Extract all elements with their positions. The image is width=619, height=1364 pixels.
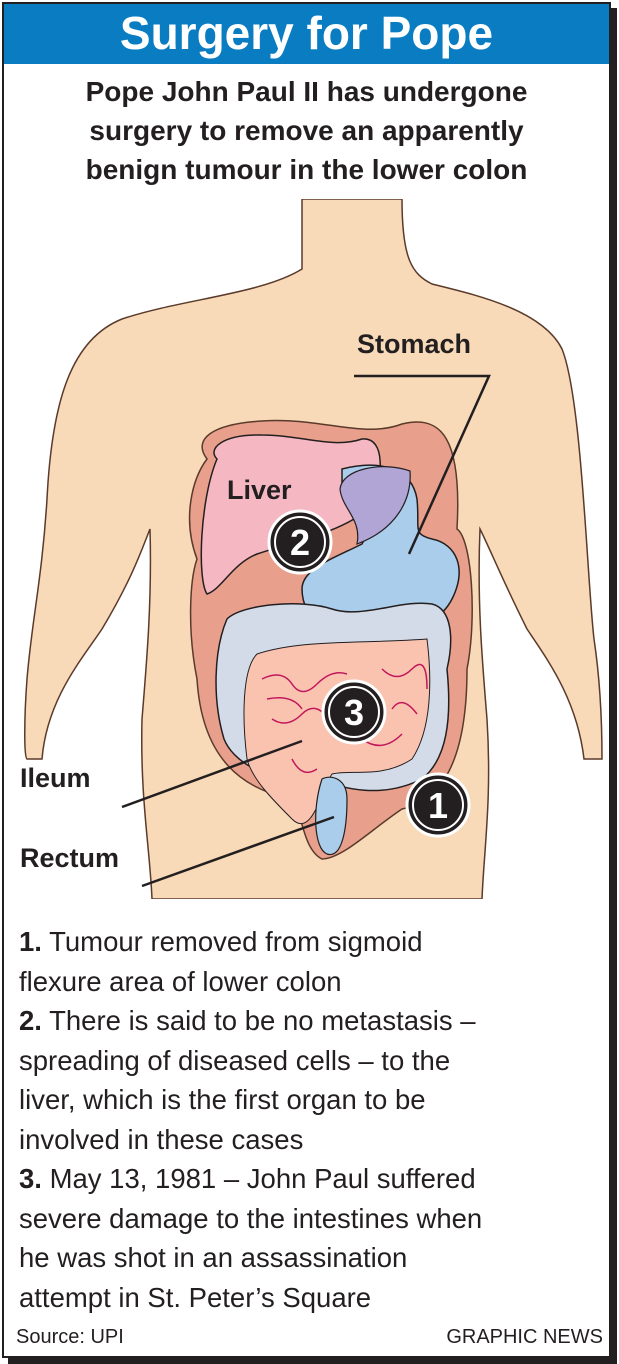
credit: GRAPHIC NEWS: [446, 1326, 603, 1348]
note-text: involved in these cases: [19, 1123, 304, 1155]
subtitle-line: Pope John Paul II has undergone: [85, 76, 528, 107]
note-3: 3. May 13, 1981 – John Paul suffered seve…: [19, 1159, 604, 1317]
marker-3: 3: [321, 679, 387, 745]
note-number: 1.: [19, 926, 42, 957]
infographic-frame: Surgery for Pope Pope John Paul II has u…: [2, 2, 611, 1358]
label-ileum: Ileum: [20, 763, 91, 793]
subtitle-line: benign tumour in the lower colon: [85, 154, 528, 185]
note-text: Tumour removed from sigmoid: [49, 926, 423, 957]
note-1: 1. Tumour removed from sigmoid flexure ar…: [19, 922, 604, 1001]
note-text: he was shot in an assassination: [19, 1242, 408, 1273]
note-text: flexure area of lower colon: [19, 965, 342, 997]
rectum-shape: [315, 776, 348, 856]
marker-3-text: 3: [344, 692, 364, 733]
note-text: attempt in St. Peter’s Square: [19, 1281, 372, 1313]
marker-1: 1: [405, 772, 471, 838]
source: Source: UPI: [16, 1326, 124, 1348]
spleen-shape: [339, 466, 411, 545]
marker-1-text: 1: [428, 785, 448, 826]
note-text: severe damage to the intestines when: [19, 1202, 483, 1234]
title: Surgery for Pope: [4, 4, 609, 64]
label-liver: Liver: [227, 475, 292, 505]
note-text: There is said to be no metastasis –: [49, 1005, 476, 1036]
footer: Source: UPI GRAPHIC NEWS: [16, 1326, 603, 1349]
notes-list: 1. Tumour removed from sigmoid flexure ar…: [19, 922, 604, 1317]
subtitle-line: surgery to remove an apparently: [89, 115, 524, 146]
note-text: liver, which is the first organ to be: [19, 1084, 426, 1115]
subtitle: Pope John Paul II has undergone surgery …: [4, 72, 609, 189]
note-text: May 13, 1981 – John Paul suffered: [49, 1163, 476, 1194]
marker-2: 2: [267, 509, 333, 575]
marker-2-text: 2: [290, 522, 310, 563]
note-number: 2.: [19, 1005, 42, 1036]
note-2: 2. There is said to be no metastasis – sp…: [19, 1001, 604, 1159]
note-number: 3.: [19, 1163, 42, 1194]
note-text: spreading of diseased cells – to the: [19, 1044, 451, 1076]
anatomy-illustration: 2 3 1: [24, 199, 603, 899]
label-rectum: Rectum: [20, 843, 120, 873]
blood-vessels: [261, 663, 428, 774]
label-stomach: Stomach: [357, 329, 472, 359]
